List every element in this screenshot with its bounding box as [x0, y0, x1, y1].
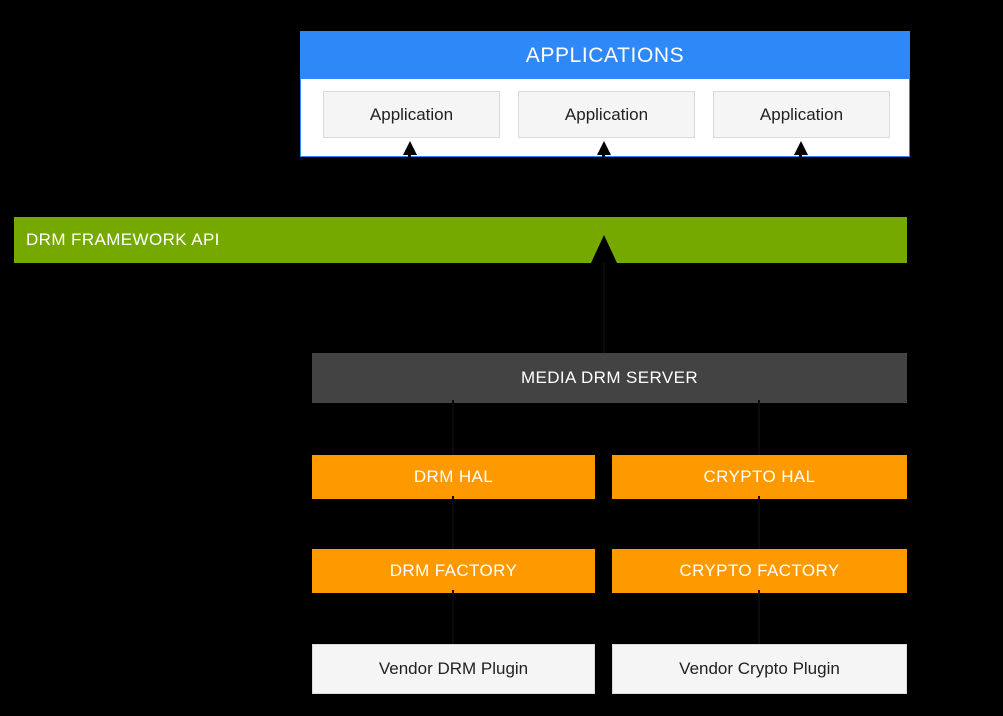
connector-drm-hal-to-drm-factory [452, 496, 454, 552]
connector-media-server-to-drm-hal [452, 400, 454, 456]
crypto-factory-box: CRYPTO FACTORY [612, 549, 907, 593]
application-box-1[interactable]: Application [323, 91, 500, 138]
connector-framework-to-media-server [603, 263, 605, 353]
vendor-drm-plugin-box: Vendor DRM Plugin [312, 644, 595, 694]
arrow-up-to-application-1-icon [403, 141, 417, 155]
drm-factory-box: DRM FACTORY [312, 549, 595, 593]
connector-framework-down-stem-2 [603, 196, 606, 216]
connector-framework-down-stem-3 [836, 196, 839, 216]
connector-drm-factory-to-vendor-drm-plugin [452, 590, 454, 646]
arrow-up-notch-framework-icon [591, 235, 617, 263]
connector-application-1-up-stem [408, 152, 411, 160]
applications-panel: APPLICATIONS Application Application App… [300, 31, 910, 157]
crypto-hal-box: CRYPTO HAL [612, 455, 907, 499]
connector-application-3-up-stem [799, 152, 802, 160]
arrow-up-to-application-3-icon [794, 141, 808, 155]
application-box-2[interactable]: Application [518, 91, 695, 138]
vendor-crypto-plugin-box: Vendor Crypto Plugin [612, 644, 907, 694]
connector-media-server-to-crypto-hal [758, 400, 760, 456]
arrow-up-to-application-2-icon [597, 141, 611, 155]
connector-crypto-hal-to-crypto-factory [758, 496, 760, 552]
application-box-3[interactable]: Application [713, 91, 890, 138]
media-drm-server-box: MEDIA DRM SERVER [312, 353, 907, 403]
connector-framework-down-stem-1 [376, 196, 379, 216]
drm-framework-api-bar: DRM FRAMEWORK API [14, 217, 907, 263]
connector-crypto-factory-to-vendor-crypto-plugin [758, 590, 760, 646]
drm-hal-box: DRM HAL [312, 455, 595, 499]
connector-application-2-up-stem [602, 152, 605, 160]
applications-header: APPLICATIONS [301, 32, 909, 79]
